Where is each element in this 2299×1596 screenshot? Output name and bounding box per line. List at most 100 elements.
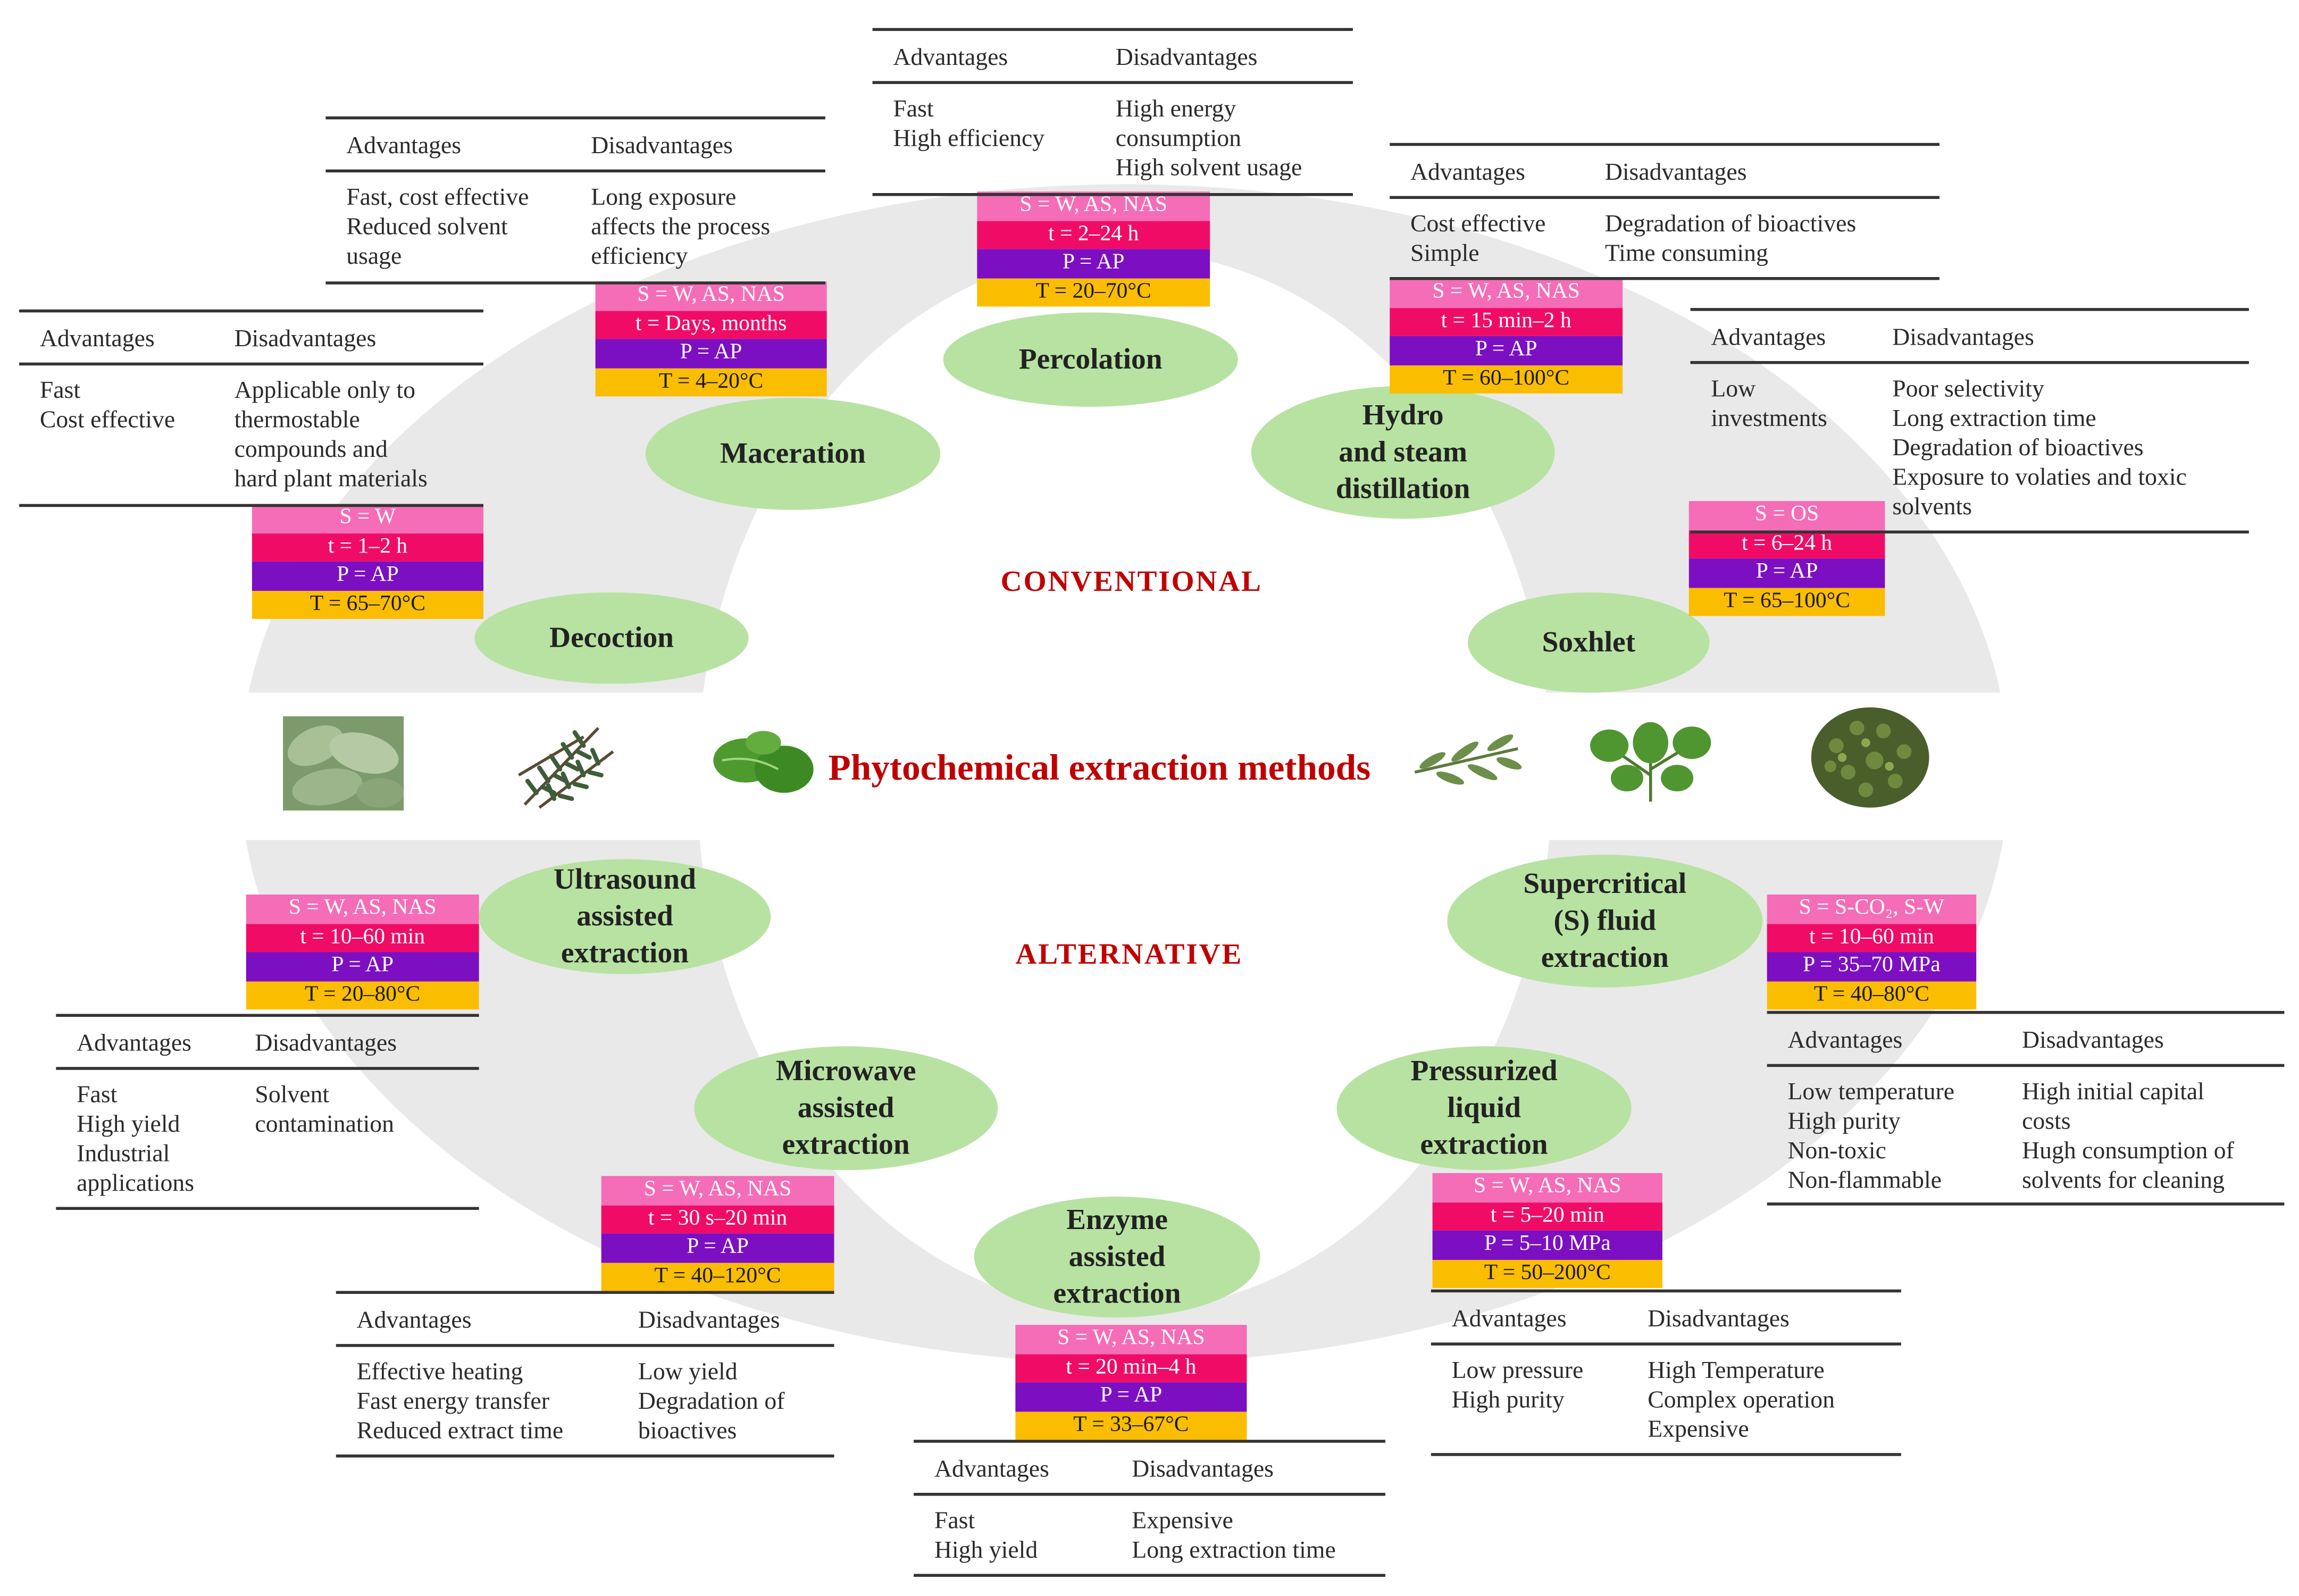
pressure-condition: P = AP xyxy=(595,339,827,369)
method-supercritical-fluid-extraction: Supercritical (S) fluid extraction xyxy=(1447,855,1763,988)
basil-image xyxy=(713,731,814,793)
table-percolation: Advantages Disadvantages Fast High effic… xyxy=(872,28,1353,196)
disadvantages-text: Applicable only to thermostable compound… xyxy=(234,375,428,492)
tarragon-image xyxy=(1414,734,1522,785)
time-condition: t = 1–2 h xyxy=(252,532,483,562)
advantages-header: Advantages xyxy=(356,1306,472,1334)
disadvantages-header: Disadvantages xyxy=(1132,1454,1274,1483)
solvent-condition: S = W, AS, NAS xyxy=(1432,1173,1662,1202)
disadvantages-text: Low yield Degradation of bioactives xyxy=(638,1357,785,1444)
conditions-decoction: S = W t = 1–2 h P = AP T = 65–70°C xyxy=(252,504,483,620)
conditions-ultrasound: S = W, AS, NAS t = 10–60 min P = AP T = … xyxy=(246,894,479,1010)
sage-leaves-image xyxy=(283,716,404,811)
solvent-condition: S = W, AS, NAS xyxy=(1390,278,1623,308)
disadvantages-text: High energy consumption High solvent usa… xyxy=(1115,94,1302,181)
conditions-supercritical: S = S-CO₂, S-W t = 10–60 min P = 35–70 M… xyxy=(1767,894,1977,1010)
advantages-header: Advantages xyxy=(39,324,155,353)
temperature-condition: T = 40–120°C xyxy=(601,1263,834,1292)
table-supercritical: Advantages Disadvantages Low temperature… xyxy=(1767,1010,2285,1206)
thyme-image xyxy=(1811,707,1929,808)
method-soxhlet: Soxhlet xyxy=(1468,592,1710,693)
advantages-header: Advantages xyxy=(934,1454,1049,1483)
solvent-condition: S = W xyxy=(252,504,483,533)
time-condition: t = 10–60 min xyxy=(246,923,479,952)
advantages-text: Low temperature High purity Non-toxic No… xyxy=(1787,1077,1955,1194)
temperature-condition: T = 65–100°C xyxy=(1688,588,1885,617)
solvent-condition: S = W, AS, NAS xyxy=(246,894,479,924)
temperature-condition: T = 40–80°C xyxy=(1767,981,1977,1010)
solvent-condition: S = W, AS, NAS xyxy=(595,281,827,311)
time-condition: t = 2–24 h xyxy=(977,220,1210,249)
method-decoction: Decoction xyxy=(474,592,749,684)
solvent-condition: S = OS xyxy=(1688,501,1885,530)
advantages-header: Advantages xyxy=(1451,1304,1567,1332)
pressure-condition: P = AP xyxy=(1688,558,1885,588)
method-microwave-assisted-extraction: Microwave assisted extraction xyxy=(694,1046,998,1171)
solvent-condition: S = W, AS, NAS xyxy=(601,1176,834,1205)
table-ultrasound: Advantages Disadvantages Fast High yield… xyxy=(56,1014,479,1210)
solvent-condition: S = W, AS, NAS xyxy=(1015,1325,1247,1354)
table-maceration: Advantages Disadvantages Fast, cost effe… xyxy=(325,116,825,285)
method-percolation: Percolation xyxy=(943,312,1238,407)
pressure-condition: P = AP xyxy=(601,1233,834,1263)
pressure-condition: P = 5–10 MPa xyxy=(1432,1231,1662,1260)
disadvantages-text: Poor selectivity Long extraction time De… xyxy=(1892,374,2187,521)
disadvantages-header: Disadvantages xyxy=(1604,157,1747,186)
pressure-condition: P = AP xyxy=(977,249,1210,279)
table-enzyme: Advantages Disadvantages Fast High yield… xyxy=(914,1440,1385,1577)
disadvantages-text: High initial capital costs Hugh consumpt… xyxy=(2022,1077,2234,1194)
advantages-text: Fast Cost effective xyxy=(39,375,175,433)
pressure-condition: P = AP xyxy=(1390,336,1623,365)
method-enzyme-assisted-extraction: Enzyme assisted extraction xyxy=(974,1197,1260,1318)
advantages-text: Fast High yield xyxy=(934,1506,1038,1564)
disadvantages-text: Degradation of bioactives Time consuming xyxy=(1604,209,1857,267)
conditions-soxhlet: S = OS t = 6–24 h P = AP T = 65–100°C xyxy=(1688,501,1885,617)
disadvantages-text: High Temperature Complex operation Expen… xyxy=(1648,1356,1835,1443)
time-condition: t = 10–60 min xyxy=(1767,923,1977,952)
temperature-condition: T = 20–80°C xyxy=(246,981,479,1010)
conditions-enzyme: S = W, AS, NAS t = 20 min–4 h P = AP T =… xyxy=(1015,1325,1247,1441)
time-condition: t = Days, months xyxy=(595,310,827,339)
pressure-condition: P = AP xyxy=(252,562,483,591)
advantages-header: Advantages xyxy=(1410,157,1525,186)
time-condition: t = 6–24 h xyxy=(1688,530,1885,559)
conventional-label: CONVENTIONAL xyxy=(1000,566,1263,599)
solvent-condition: S = W, AS, NAS xyxy=(977,191,1210,221)
method-maceration: Maceration xyxy=(645,398,941,510)
alternative-label: ALTERNATIVE xyxy=(1015,939,1243,972)
table-decoction: Advantages Disadvantages Fast Cost effec… xyxy=(19,309,483,507)
temperature-condition: T = 20–70°C xyxy=(977,278,1210,307)
pressure-condition: P = AP xyxy=(1015,1382,1247,1412)
disadvantages-text: Expensive Long extraction time xyxy=(1132,1506,1336,1564)
advantages-header: Advantages xyxy=(893,43,1008,71)
conditions-percolation: S = W, AS, NAS t = 2–24 h P = AP T = 20–… xyxy=(977,191,1210,307)
table-microwave: Advantages Disadvantages Effective heati… xyxy=(336,1291,834,1458)
temperature-condition: T = 65–70°C xyxy=(252,590,483,620)
diagram-title: Phytochemical extraction methods xyxy=(828,748,1371,789)
advantages-text: Fast High yield Industrial applications xyxy=(77,1080,195,1197)
pressure-condition: P = 35–70 MPa xyxy=(1767,952,1977,981)
table-soxhlet: Advantages Disadvantages Low investments… xyxy=(1690,308,2249,534)
advantages-text: Low pressure High purity xyxy=(1451,1356,1584,1414)
disadvantages-header: Disadvantages xyxy=(638,1306,780,1334)
disadvantages-header: Disadvantages xyxy=(255,1029,397,1057)
disadvantages-text: Solvent contamination xyxy=(255,1080,395,1138)
time-condition: t = 30 s–20 min xyxy=(601,1205,834,1234)
advantages-text: Low investments xyxy=(1711,374,1827,432)
temperature-condition: T = 50–200°C xyxy=(1432,1259,1662,1289)
advantages-text: Fast, cost effective Reduced solvent usa… xyxy=(346,182,529,270)
time-condition: t = 5–20 min xyxy=(1432,1202,1662,1231)
time-condition: t = 15 min–2 h xyxy=(1390,307,1623,337)
solvent-condition: S = S-CO₂, S-W xyxy=(1767,894,1977,924)
disadvantages-header: Disadvantages xyxy=(1892,322,2034,351)
advantages-header: Advantages xyxy=(346,131,462,160)
temperature-condition: T = 33–67°C xyxy=(1015,1411,1247,1441)
method-hydro-steam-distillation: Hydro and steam distillation xyxy=(1251,386,1555,519)
conditions-pressurized: S = W, AS, NAS t = 5–20 min P = 5–10 MPa… xyxy=(1432,1173,1662,1289)
pressure-condition: P = AP xyxy=(246,952,479,981)
oregano-image xyxy=(1590,722,1711,802)
method-ultrasound-assisted-extraction: Ultrasound assisted extraction xyxy=(479,859,771,974)
time-condition: t = 20 min–4 h xyxy=(1015,1353,1247,1383)
advantages-text: Effective heating Fast energy transfer R… xyxy=(356,1357,564,1444)
